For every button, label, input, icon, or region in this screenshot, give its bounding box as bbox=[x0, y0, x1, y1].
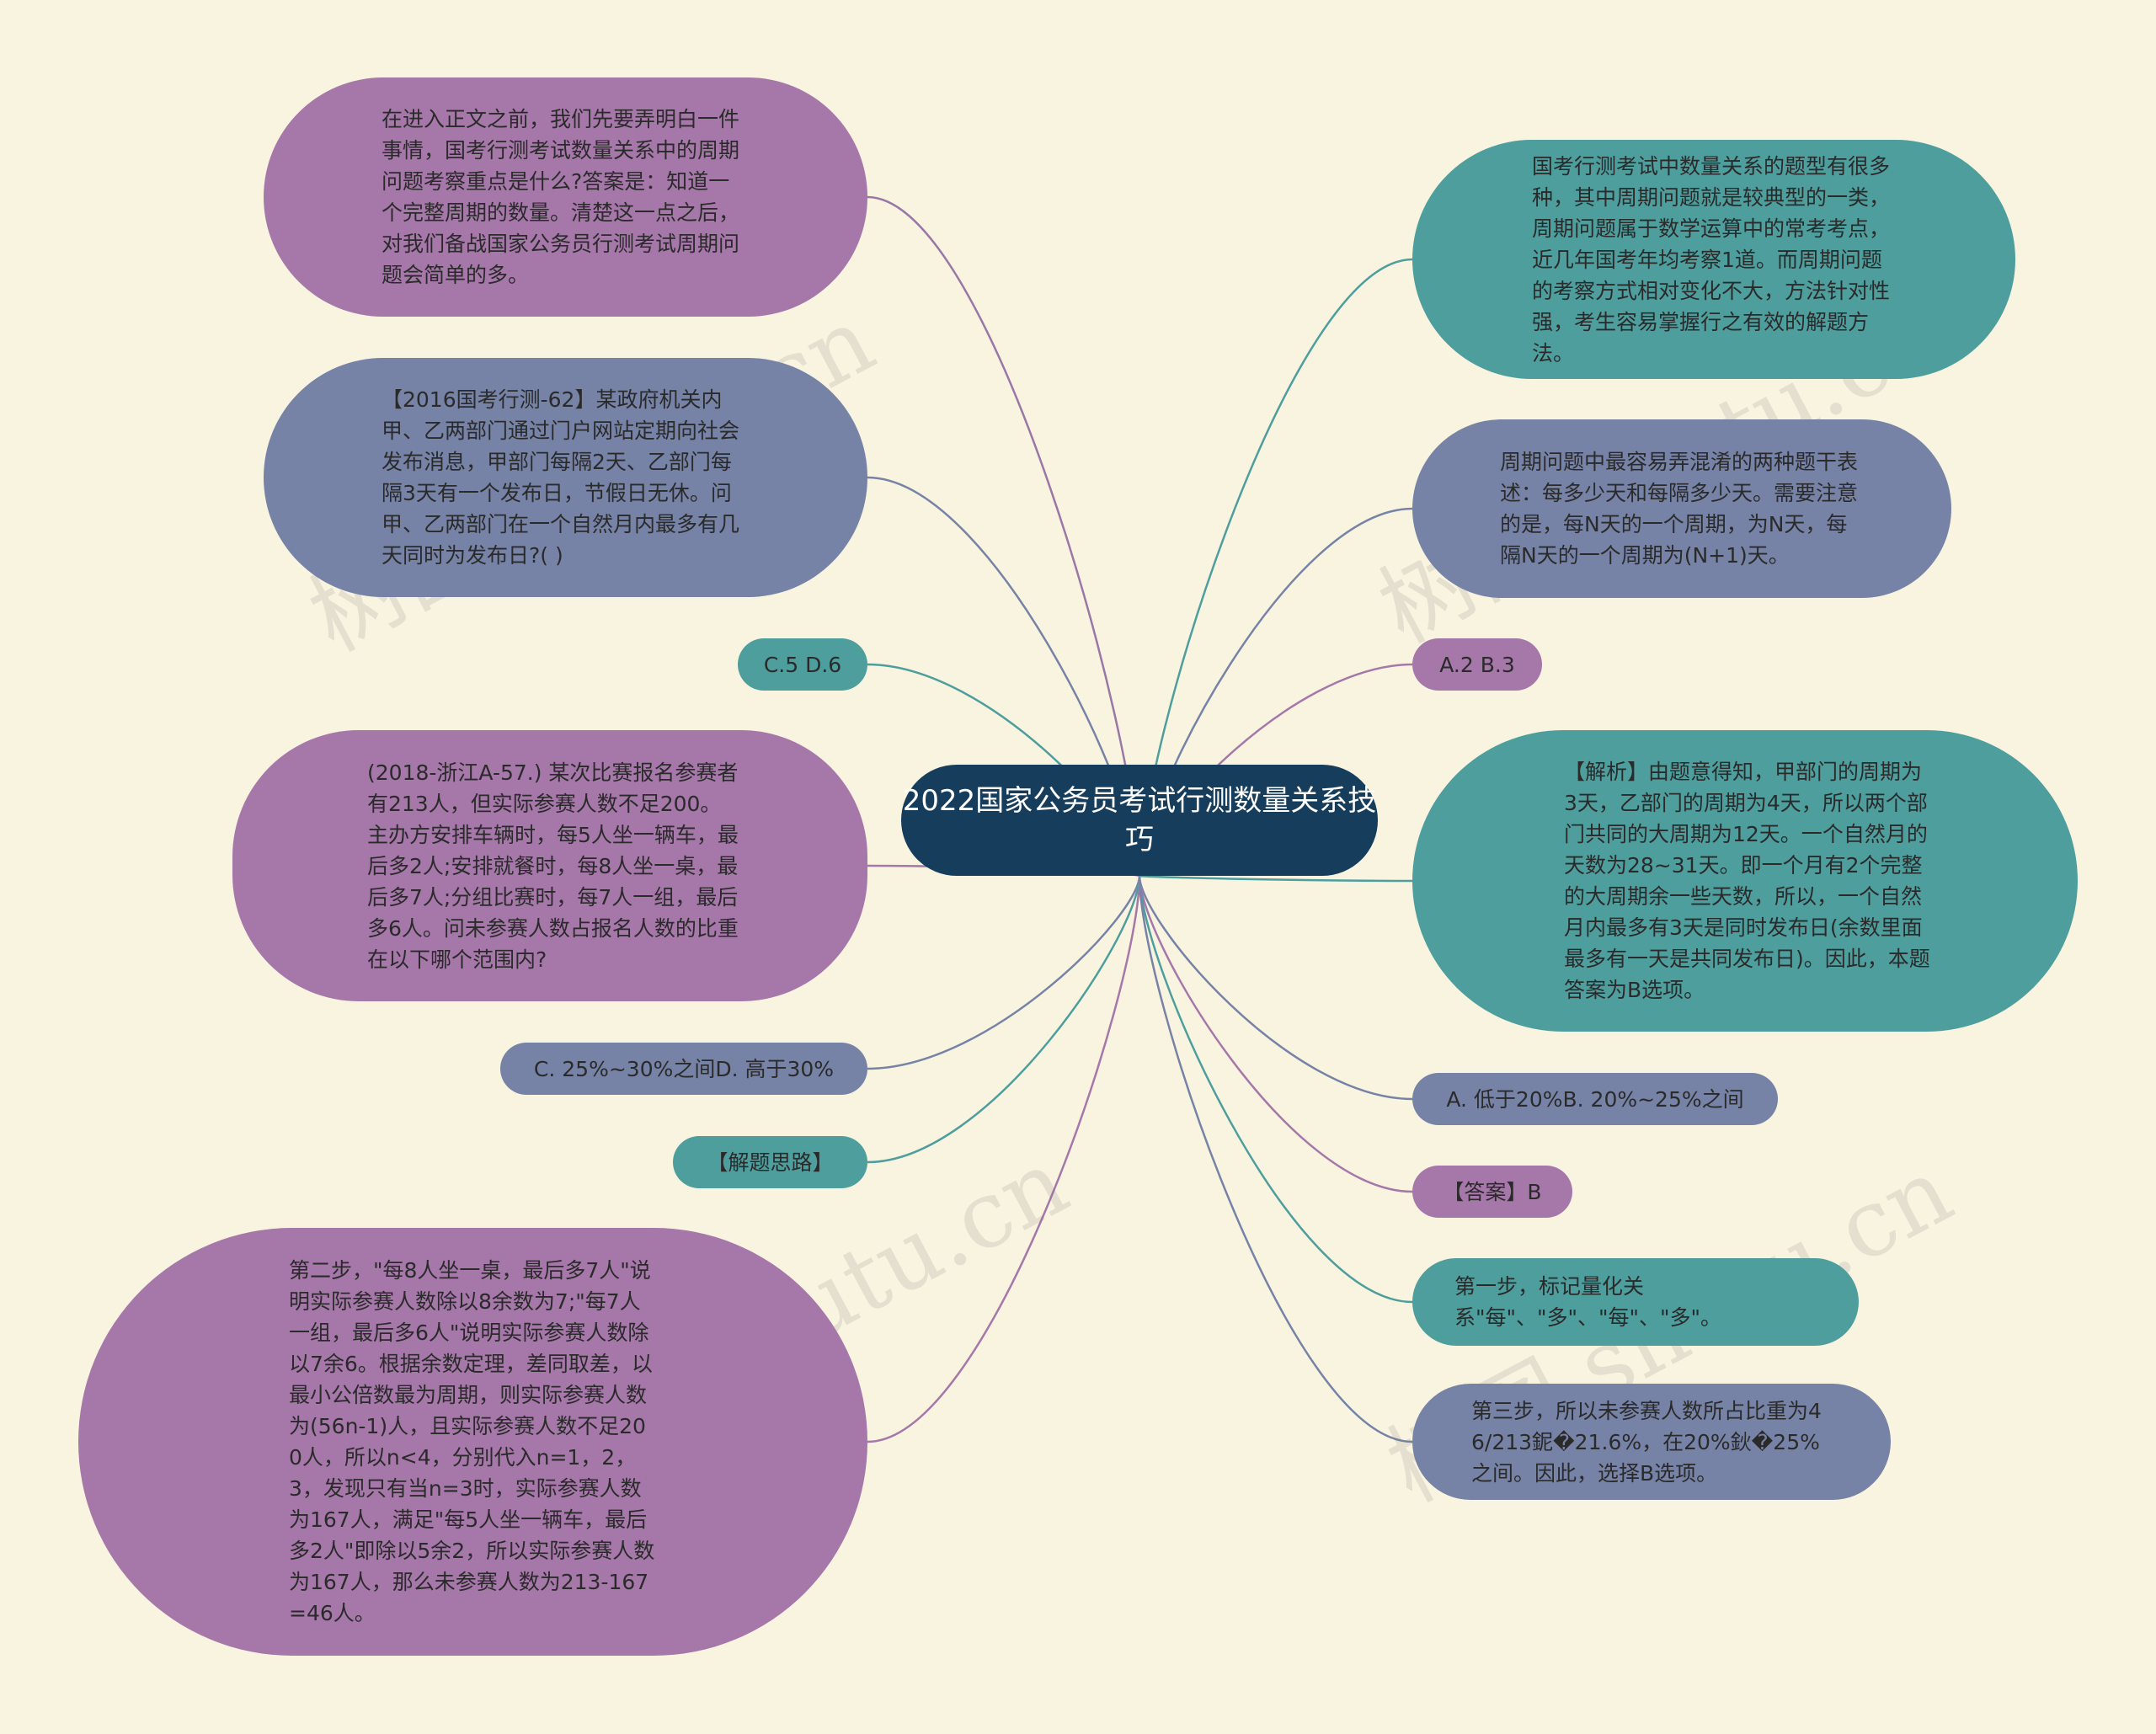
node-options-cd-2018[interactable]: C. 25%~30%之间D. 高于30% bbox=[500, 1043, 867, 1095]
node-text: 在进入正文之前，我们先要弄明白一件事情，国考行测考试数量关系中的周期问题考察重点… bbox=[382, 107, 740, 287]
node-text: 【2016国考行测-62】某政府机关内甲、乙两部门通过门户网站定期向社会发布消息… bbox=[382, 387, 740, 568]
node-solution-approach[interactable]: 【解题思路】 bbox=[673, 1136, 867, 1188]
connector-line bbox=[867, 875, 1141, 1164]
node-text: (2018-浙江A-57.) 某次比赛报名参赛者有213人，但实际参赛人数不足2… bbox=[367, 760, 739, 972]
connector-line bbox=[1138, 875, 1413, 1193]
connector-line bbox=[1138, 875, 1413, 1304]
node-text: 国考行测考试中数量关系的题型有很多种，其中周期问题就是较典型的一类，周期问题属于… bbox=[1532, 153, 1891, 365]
connector-line bbox=[1138, 875, 1413, 1101]
node-text: 【解析】由题意得知，甲部门的周期为3天，乙部门的周期为4天，所以两个部门共同的大… bbox=[1564, 760, 1930, 1002]
node-intro-question[interactable]: 在进入正文之前，我们先要弄明白一件事情，国考行测考试数量关系中的周期问题考察重点… bbox=[264, 77, 867, 317]
node-options-ab-2018[interactable]: A. 低于20%B. 20%~25%之间 bbox=[1412, 1073, 1778, 1125]
node-text: 【答案】B bbox=[1443, 1179, 1542, 1204]
node-text: 第三步，所以未参赛人数所占比重为46/213鈮�21.6%，在20%鈥�25%之… bbox=[1471, 1398, 1822, 1486]
node-text: C. 25%~30%之间D. 高于30% bbox=[533, 1056, 835, 1081]
node-text: 周期问题中最容易弄混淆的两种题干表述：每多少天和每隔多少天。需要注意的是，每N天… bbox=[1500, 450, 1859, 568]
node-answer[interactable]: 【答案】B bbox=[1412, 1166, 1572, 1218]
connector-line bbox=[1138, 874, 1413, 883]
connector-line bbox=[867, 875, 1141, 1443]
node-period-definition[interactable]: 周期问题中最容易弄混淆的两种题干表述：每多少天和每隔多少天。需要注意的是，每N天… bbox=[1412, 419, 1951, 598]
node-step-three[interactable]: 第三步，所以未参赛人数所占比重为46/213鈮�21.6%，在20%鈥�25%之… bbox=[1412, 1384, 1891, 1500]
node-options-cd-2016[interactable]: C.5 D.6 bbox=[738, 638, 867, 691]
node-analysis-2016[interactable]: 【解析】由题意得知，甲部门的周期为3天，乙部门的周期为4天，所以两个部门共同的大… bbox=[1412, 730, 2078, 1032]
node-step-one[interactable]: 第一步，标记量化关系"每"、"多"、"每"、"多"。 bbox=[1412, 1258, 1859, 1346]
root-topic[interactable]: 2022国家公务员考试行测数量关系技巧 bbox=[901, 765, 1378, 876]
node-overview[interactable]: 国考行测考试中数量关系的题型有很多种，其中周期问题就是较典型的一类，周期问题属于… bbox=[1412, 140, 2015, 379]
node-text: 第一步，标记量化关系"每"、"多"、"每"、"多"。 bbox=[1454, 1274, 1721, 1330]
node-text: 第二步，"每8人坐一桌，最后多7人"说明实际参赛人数除以8余数为7;"每7人一组… bbox=[289, 1258, 655, 1625]
node-exam-question-2016[interactable]: 【2016国考行测-62】某政府机关内甲、乙两部门通过门户网站定期向社会发布消息… bbox=[264, 358, 867, 597]
root-topic-label: 2022国家公务员考试行测数量关系技巧 bbox=[902, 784, 1377, 856]
node-exam-question-2018[interactable]: (2018-浙江A-57.) 某次比赛报名参赛者有213人，但实际参赛人数不足2… bbox=[232, 730, 867, 1001]
connector-line bbox=[1138, 875, 1413, 1443]
node-text: 【解题思路】 bbox=[707, 1150, 834, 1175]
node-options-ab-2016[interactable]: A.2 B.3 bbox=[1412, 638, 1542, 691]
connector-line bbox=[867, 875, 1141, 1070]
node-text: C.5 D.6 bbox=[763, 652, 842, 677]
node-text: A.2 B.3 bbox=[1439, 652, 1515, 677]
node-step-two[interactable]: 第二步，"每8人坐一桌，最后多7人"说明实际参赛人数除以8余数为7;"每7人一组… bbox=[78, 1228, 867, 1656]
node-text: A. 低于20%B. 20%~25%之间 bbox=[1446, 1086, 1744, 1112]
